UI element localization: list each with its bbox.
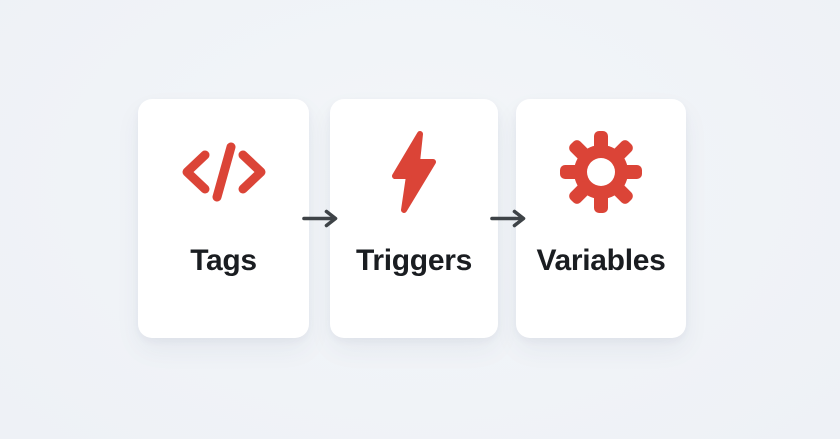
icon-container (516, 130, 686, 214)
right-arrow-icon (490, 209, 526, 228)
gear-icon (559, 130, 643, 214)
card-triggers: Triggers (330, 99, 498, 338)
card-tags: Tags (138, 99, 309, 338)
code-icon (180, 142, 268, 202)
lightning-icon (387, 130, 441, 213)
card-label-variables: Variables (536, 244, 666, 277)
icon-container (138, 131, 309, 212)
card-label-tags: Tags (190, 244, 257, 277)
card-label-triggers: Triggers (356, 244, 472, 277)
right-arrow-icon (302, 209, 338, 228)
icon-container (330, 130, 498, 213)
card-variables: Variables (516, 99, 686, 338)
